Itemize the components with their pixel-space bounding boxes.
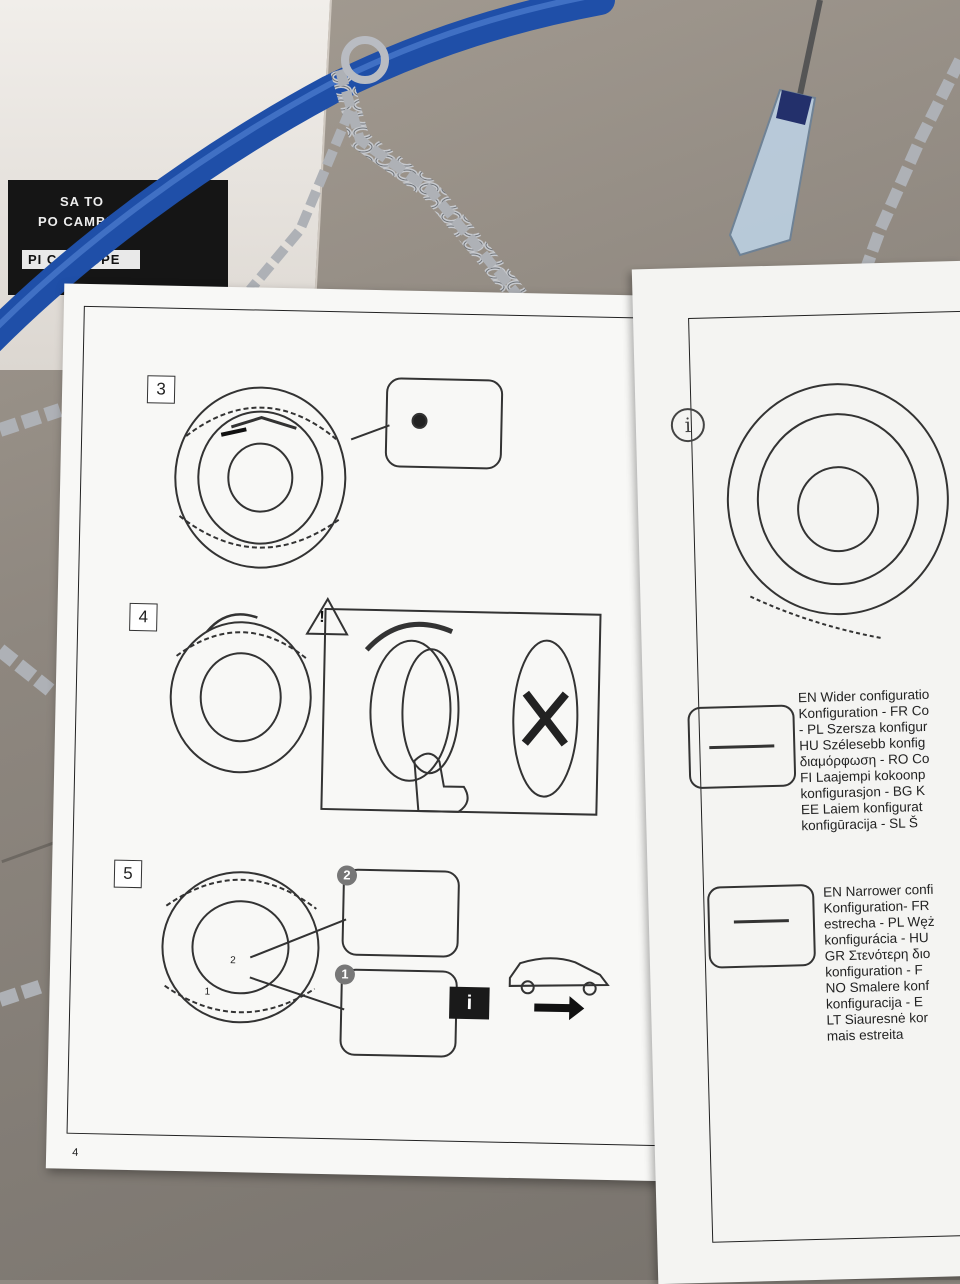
thumbs-up-icon [413,752,469,813]
arrow-left-icon [220,427,247,437]
detail-bubble-step5-upper [341,868,460,958]
wheel-illustration-right [726,383,949,616]
instruction-illustrations [161,377,610,1058]
manual-right-page: i EN Wider configuratio Konfiguration - … [631,260,960,1284]
chain-hook [341,36,389,84]
detail-bubble-step5-lower [339,968,458,1058]
page-number: 4 [72,1146,79,1159]
wider-config-text: EN Wider configuratio Konfiguration - FR… [798,687,933,834]
wheel-illustration-step3 [174,386,347,569]
tire-wrong-illustration [512,639,579,798]
lang-line: LT Siauresnė kor [826,1009,929,1028]
bag-label-line1: SA TO [60,194,105,209]
wider-config-diagram [687,704,797,789]
tire-rotation-illustration [369,639,452,782]
car-icon [508,957,610,987]
wheel-marker-2: 2 [230,955,236,967]
manual-left-page: 3 4 5 [45,283,700,1182]
narrower-config-text: EN Narrower confi Konfiguration- FR estr… [823,882,938,1045]
blue-hose [0,0,615,352]
narrower-config-diagram [707,884,816,969]
arrow-right-icon [534,996,585,1021]
right-illustrations [687,383,949,969]
bag-label-line2: PO CAMBI [38,214,111,229]
screwdriver [728,0,823,257]
warning-panel [320,607,602,816]
warning-exclamation: ! [319,608,325,626]
chain-right [854,57,960,288]
wheel-illustration-step4 [169,613,312,774]
warning-triangle-icon [305,597,349,636]
chain-left-edge [0,403,63,1007]
detail-bubble-step3 [384,377,504,470]
chain-left [246,108,355,294]
lang-line: konfigūracija - SL Š [801,815,919,834]
wheel-marker-1: 1 [204,986,211,998]
lang-line: mais estreita [826,1026,904,1044]
wheel-illustration-step5 [161,871,320,1024]
info-badge: i [449,986,490,1020]
